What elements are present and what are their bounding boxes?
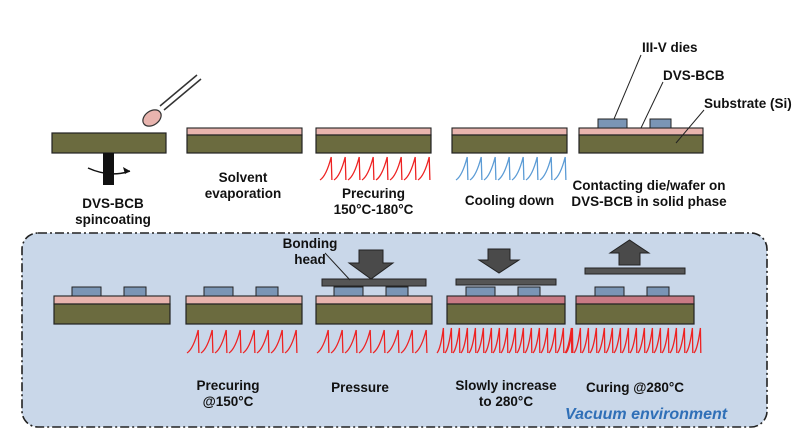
- label-line: spincoating: [75, 212, 151, 227]
- top-step2-wafer: [186, 127, 303, 154]
- down-arrow-icon: [347, 249, 395, 280]
- label-line: evaporation: [204, 186, 282, 201]
- label-line: Bonding: [282, 236, 338, 251]
- label-bonding-head: Bonding head: [270, 236, 350, 268]
- callout-substrate-line: [675, 109, 705, 144]
- vacuum-environment-box: [21, 232, 768, 428]
- label-line: to 280°C: [478, 394, 534, 409]
- iii-v-die: [597, 118, 628, 129]
- label-line: DVS-BCB in solid phase: [571, 194, 727, 209]
- label-cooling-down: Cooling down: [452, 193, 567, 209]
- vacuum-environment-label: Vacuum environment: [565, 406, 728, 423]
- label-spincoating: DVS-BCB spincoating: [58, 196, 168, 228]
- bonding-head-plate: [455, 278, 557, 286]
- bottom-step5-wafer: [575, 239, 695, 325]
- heat-waves: [316, 329, 428, 354]
- bonding-head-plate: [584, 267, 686, 275]
- wave-line: [455, 156, 567, 181]
- dispenser-needle-2: [163, 78, 202, 111]
- label-line: Contacting die/wafer on: [572, 178, 726, 193]
- rotation-arrowhead: [123, 167, 130, 174]
- callout-substrate: Substrate (Si): [704, 96, 792, 111]
- label-line: Curing @280°C: [585, 380, 685, 395]
- label-line: Precuring: [341, 186, 406, 201]
- iii-v-die: [649, 118, 672, 129]
- label-precuring-top: Precuring 150°C-180°C: [316, 186, 431, 218]
- dispenser-needle: [159, 74, 198, 107]
- cooling-waves: [455, 156, 567, 181]
- down-arrow-icon: [477, 248, 521, 274]
- heat-waves: [186, 329, 298, 354]
- bottom-step2-wafer: [185, 286, 303, 325]
- top-step4-wafer: [451, 127, 568, 154]
- bcb-droplet: [142, 109, 162, 127]
- label-line: Pressure: [331, 380, 389, 395]
- label-line: Slowly increase: [455, 378, 557, 393]
- heat-waves: [319, 156, 431, 181]
- wave-line: [186, 329, 298, 354]
- bonding-head-plate: [321, 278, 427, 287]
- label-curing: Curing @280°C: [570, 380, 700, 396]
- bottom-step4-wafer: [446, 248, 566, 325]
- heat-waves: [436, 327, 573, 354]
- label-line: 150°C-180°C: [333, 202, 414, 217]
- label-line: Cooling down: [464, 193, 555, 208]
- callout-bcb-line: [640, 81, 664, 129]
- bottom-step3-wafer: [315, 249, 433, 325]
- callout-dvs-bcb: DVS-BCB: [663, 68, 725, 83]
- top-step5-wafer-with-dies: [578, 54, 705, 154]
- label-pressure: Pressure: [310, 380, 410, 396]
- label-line: head: [294, 252, 326, 267]
- wave-line: [316, 329, 428, 354]
- wave-line: [319, 156, 431, 181]
- up-arrow-icon: [608, 239, 651, 266]
- label-line: Solvent: [218, 170, 268, 185]
- label-solvent-evaporation: Solvent evaporation: [191, 170, 295, 202]
- substrate: [51, 132, 167, 154]
- label-line: Precuring: [196, 378, 260, 393]
- label-precuring-bottom: Precuring @150°C: [178, 378, 278, 410]
- wave-line: [436, 327, 573, 354]
- top-step3-wafer: [315, 127, 432, 154]
- label-line: DVS-BCB: [82, 196, 144, 211]
- bottom-step1-wafer: [53, 286, 171, 325]
- heat-waves: [565, 327, 702, 354]
- callout-iii-v-dies: III-V dies: [642, 40, 698, 55]
- spin-chuck: [103, 153, 114, 185]
- label-line: @150°C: [202, 394, 254, 409]
- label-contacting: Contacting die/wafer on DVS-BCB in solid…: [564, 178, 734, 210]
- bonding-head-pointer: [324, 252, 351, 281]
- wave-line: [565, 327, 702, 354]
- label-slowly-increase: Slowly increase to 280°C: [444, 378, 568, 410]
- callout-dies-line: [613, 54, 642, 120]
- top-step1-spincoating: [51, 74, 202, 185]
